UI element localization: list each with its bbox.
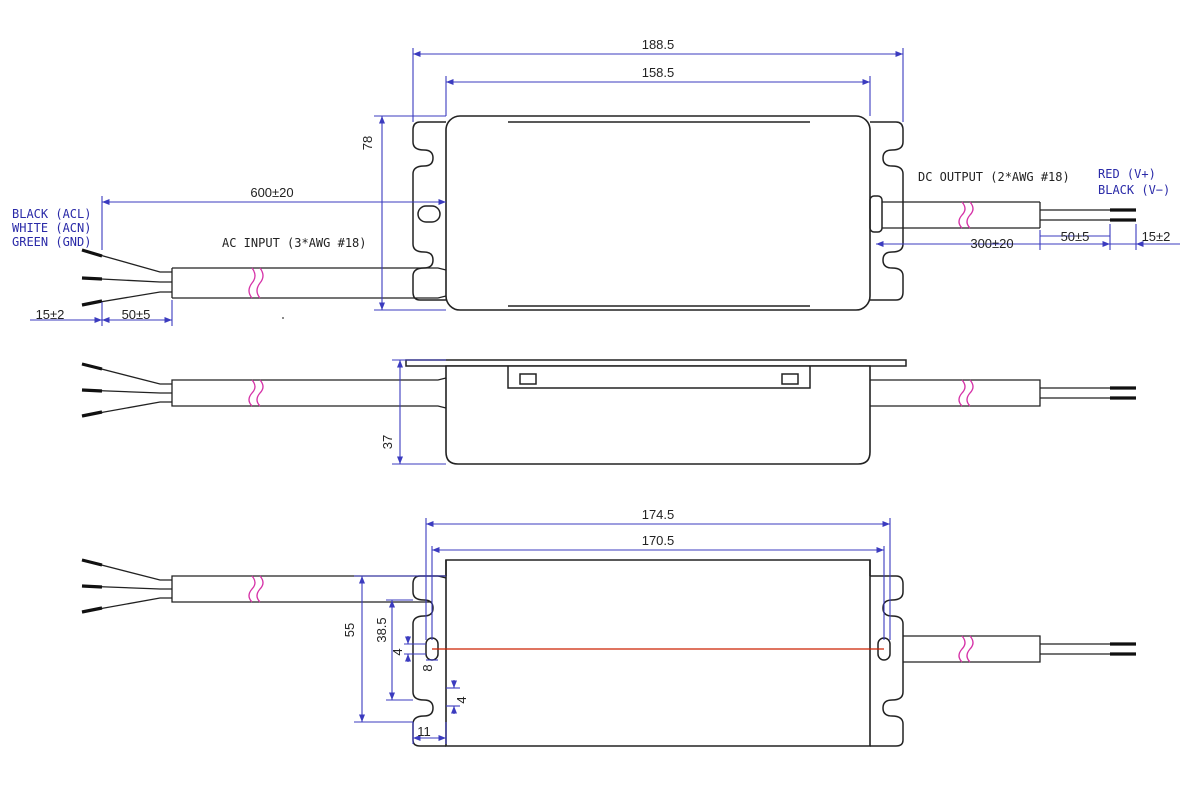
label-ac-input: AC INPUT (3*AWG #18) <box>222 236 367 250</box>
bottom-view-dc-cable <box>903 635 1136 663</box>
dim-ac-cable-length-value: 600±20 <box>250 185 293 200</box>
dim-ac-cable-length: 600±20 <box>101 185 446 250</box>
bottom-view-left-flange <box>412 575 446 747</box>
dim-dc-jacket-strip-value: 50±5 <box>1061 229 1090 244</box>
dim-ac-jacket-strip-value: 50±5 <box>122 307 151 322</box>
dim-side-height-value: 37 <box>380 435 395 449</box>
side-view-left-tab <box>519 373 537 385</box>
dim-height-top-view: 78 <box>360 115 446 311</box>
dim-edge-offset: 4 <box>446 680 469 714</box>
label-dc-red: RED (V+) <box>1098 167 1156 181</box>
dim-mount-hole-spacing: 38.5 <box>374 599 413 701</box>
top-view-dc-cable <box>869 195 1136 233</box>
label-ac-black: BLACK (ACL) <box>12 207 91 221</box>
dim-slot-width-value: 4 <box>390 648 405 655</box>
top-view: 188.5 158.5 78 600±20 15±2 50±5 <box>12 37 1180 326</box>
top-view-left-slot <box>417 205 441 223</box>
dim-mount-outer-value: 174.5 <box>642 507 675 522</box>
side-view-dc-cable <box>870 379 1136 407</box>
bottom-view-body <box>445 559 871 747</box>
bottom-view-ac-cable <box>81 558 447 614</box>
bottom-view: 174.5 170.5 55 38.5 4 8 <box>81 507 1136 747</box>
top-view-dc-cable-break <box>958 201 974 229</box>
dim-side-height: 37 <box>380 359 446 465</box>
top-view-body <box>445 115 871 311</box>
dim-overall-length-value: 188.5 <box>642 37 675 52</box>
dim-mount-inner: 170.5 <box>431 533 885 640</box>
stray-dot <box>282 317 284 319</box>
dim-slot: 4 8 <box>390 636 438 672</box>
top-view-right-flange <box>870 121 904 301</box>
label-dc-black: BLACK (V−) <box>1098 183 1170 197</box>
dim-overall-length: 188.5 <box>412 37 904 122</box>
dim-body-length-value: 158.5 <box>642 65 675 80</box>
side-view-body <box>445 365 871 465</box>
bottom-view-inner-step <box>445 560 871 576</box>
dim-edge-width: 11 <box>412 722 447 744</box>
dim-dc-cable-length-value: 300±20 <box>970 236 1013 251</box>
dim-dc-cable: 300±20 50±5 15±2 <box>876 224 1180 251</box>
side-view: 37 <box>81 359 1136 465</box>
dim-height-top-view-value: 78 <box>360 136 375 150</box>
dim-body-length: 158.5 <box>445 65 871 116</box>
dim-edge-width-value: 11 <box>417 724 431 739</box>
dim-mount-outer: 174.5 <box>425 507 891 640</box>
dim-mount-hole-spacing-value: 38.5 <box>374 617 389 642</box>
label-ac-green: GREEN (GND) <box>12 235 91 249</box>
dim-bottom-height-value: 55 <box>342 623 357 637</box>
side-view-right-tab <box>781 373 799 385</box>
dim-ac-strip: 15±2 50±5 <box>30 300 173 326</box>
dim-dc-wire-strip-value: 15±2 <box>1142 229 1171 244</box>
label-dc-output: DC OUTPUT (2*AWG #18) <box>918 170 1070 184</box>
side-view-ac-cable <box>81 362 447 418</box>
dim-slot-length-value: 8 <box>420 664 435 671</box>
dim-bottom-height: 55 <box>342 575 446 723</box>
top-view-ac-cable <box>81 248 447 307</box>
dim-edge-offset-value: 4 <box>454 696 469 703</box>
top-view-ac-cable-break <box>248 267 264 299</box>
top-view-left-flange <box>412 121 446 301</box>
label-ac-white: WHITE (ACN) <box>12 221 91 235</box>
dim-mount-inner-value: 170.5 <box>642 533 675 548</box>
side-view-flange <box>405 359 907 367</box>
side-view-top-recess <box>507 366 811 389</box>
bottom-view-right-flange <box>870 575 904 747</box>
dim-ac-wire-strip-value: 15±2 <box>36 307 65 322</box>
